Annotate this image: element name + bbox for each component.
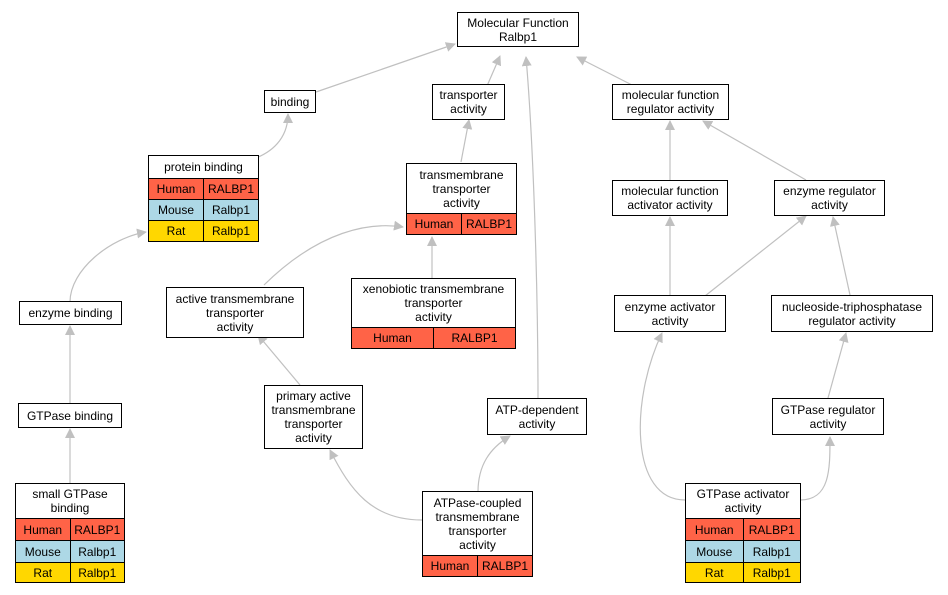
- gene-cell: Ralbp1: [203, 200, 258, 220]
- node-atp-dependent-activity: ATP-dependent activity: [487, 398, 587, 435]
- annotation-row-human: Human RALBP1: [423, 555, 532, 576]
- node-xenobiotic-tm-transporter: xenobiotic transmembrane transporter act…: [351, 278, 516, 349]
- node-label: enzyme binding: [28, 306, 113, 320]
- gene-cell: Ralbp1: [69, 563, 124, 582]
- node-molecular-function-root: Molecular Function Ralbp1: [457, 12, 579, 47]
- gene-cell: RALBP1: [742, 519, 800, 540]
- gene-cell: Ralbp1: [742, 541, 800, 562]
- node-label: transmembrane transporter activity: [419, 167, 504, 210]
- edge-transporter-to-root: [486, 55, 502, 87]
- edge-primaryactive-to-activetm: [257, 334, 301, 386]
- node-label: enzyme regulator activity: [783, 184, 876, 212]
- annotation-row-human: Human RALBP1: [149, 178, 258, 199]
- species-cell: Mouse: [149, 200, 203, 220]
- edge-binding-to-root: [315, 42, 456, 93]
- gene-cell: RALBP1: [203, 179, 258, 199]
- node-enzyme-binding: enzyme binding: [19, 301, 122, 325]
- edge-atpase-to-primaryactive: [329, 449, 423, 521]
- annotation-row-mouse: Mouse Ralbp1: [149, 199, 258, 220]
- node-ntpase-regulator-activity: nucleoside-triphosphatase regulator acti…: [771, 295, 933, 332]
- node-label: ATPase-coupled transmembrane transporter…: [433, 495, 522, 552]
- edge-enzreg-to-mfreg: [702, 120, 807, 181]
- node-label: active transmembrane transporter activit…: [175, 291, 295, 334]
- species-cell: Rat: [16, 563, 70, 582]
- node-label: primary active transmembrane transporter…: [271, 389, 356, 445]
- edge-ntpasereg-to-enzreg: [830, 216, 851, 296]
- gene-cell: Ralbp1: [203, 221, 258, 241]
- annotation-row-human: Human RALBP1: [407, 213, 516, 234]
- node-label: protein binding: [164, 160, 243, 174]
- annotation-row-human: Human RALBP1: [686, 518, 800, 540]
- node-label: binding: [270, 94, 310, 109]
- node-label: GTPase activator activity: [696, 487, 790, 515]
- node-label: enzyme activator activity: [624, 299, 716, 328]
- annotation-row-rat: Rat Ralbp1: [149, 220, 258, 241]
- edge-atpdep-to-root: [521, 56, 539, 399]
- edge-enzymebinding-to-proteinbinding: [69, 228, 147, 303]
- edge-gtpaseactivator-to-gtpasereg: [799, 436, 835, 501]
- node-gtpase-activator-activity: GTPase activator activity Human RALBP1 M…: [685, 483, 801, 583]
- edge-gtpaseactivator-to-enzactivator: [639, 332, 686, 501]
- node-label: ATP-dependent activity: [495, 402, 579, 431]
- gene-cell: RALBP1: [477, 556, 532, 576]
- node-primary-active-tm-transporter: primary active transmembrane transporter…: [264, 385, 363, 449]
- node-label: molecular function regulator activity: [621, 88, 720, 116]
- edge-ntpasereg-from-gtpasereg: [827, 332, 849, 399]
- species-cell: Rat: [149, 221, 203, 241]
- species-cell: Mouse: [686, 541, 743, 562]
- node-atpase-coupled-tm-transporter: ATPase-coupled transmembrane transporter…: [422, 491, 533, 577]
- species-cell: Mouse: [16, 541, 70, 562]
- node-binding: binding: [264, 90, 316, 113]
- annotation-row-human: Human RALBP1: [16, 518, 124, 540]
- annotation-row-mouse: Mouse Ralbp1: [16, 540, 124, 562]
- node-label: small GTPase binding: [32, 487, 108, 515]
- annotation-row-mouse: Mouse Ralbp1: [686, 540, 800, 562]
- edge-enzactivator-to-enzreg: [704, 215, 807, 297]
- annotation-row-rat: Rat Ralbp1: [686, 562, 800, 582]
- node-label: transporter activity: [439, 88, 498, 116]
- gene-cell: RALBP1: [461, 214, 516, 234]
- species-cell: Human: [686, 519, 743, 540]
- node-transporter-activity: transporter activity: [432, 84, 505, 120]
- annotation-row-rat: Rat Ralbp1: [16, 562, 124, 582]
- node-label: molecular function activator activity: [621, 184, 719, 212]
- node-active-tm-transporter: active transmembrane transporter activit…: [166, 287, 304, 338]
- species-cell: Human: [16, 519, 70, 540]
- gene-cell: Ralbp1: [69, 541, 124, 562]
- node-mf-activator-activity: molecular function activator activity: [612, 180, 728, 216]
- node-mf-regulator-activity: molecular function regulator activity: [612, 84, 729, 120]
- annotation-row-human: Human RALBP1: [352, 327, 515, 348]
- node-protein-binding: protein binding Human RALBP1 Mouse Ralbp…: [148, 155, 259, 242]
- node-label: Molecular Function Ralbp1: [467, 15, 569, 44]
- species-cell: Rat: [686, 563, 743, 582]
- node-label: GTPase binding: [26, 408, 114, 423]
- species-cell: Human: [423, 556, 477, 576]
- edge-activetm-to-tmtransporter: [263, 220, 404, 286]
- species-cell: Human: [407, 214, 461, 234]
- node-label: nucleoside-triphosphatase regulator acti…: [781, 299, 923, 328]
- node-gtpase-regulator-activity: GTPase regulator activity: [772, 398, 884, 435]
- edge-proteinbinding-to-binding: [255, 113, 293, 159]
- node-tm-transporter-activity: transmembrane transporter activity Human…: [406, 163, 517, 235]
- edge-atpase-to-atpdep: [477, 435, 511, 493]
- node-gtpase-binding: GTPase binding: [18, 403, 122, 428]
- edge-tmtransporter-to-transporter: [460, 119, 473, 163]
- edge-mfreg-to-root: [576, 56, 633, 86]
- gene-cell: Ralbp1: [742, 563, 800, 582]
- species-cell: Human: [149, 179, 203, 199]
- species-cell: Human: [352, 328, 433, 348]
- node-enzyme-regulator-activity: enzyme regulator activity: [774, 180, 885, 216]
- node-enzyme-activator-activity: enzyme activator activity: [614, 295, 726, 332]
- gene-cell: RALBP1: [69, 519, 124, 540]
- node-small-gtpase-binding: small GTPase binding Human RALBP1 Mouse …: [15, 483, 125, 583]
- node-label: xenobiotic transmembrane transporter act…: [362, 282, 505, 324]
- gene-cell: RALBP1: [433, 328, 515, 348]
- node-label: GTPase regulator activity: [780, 402, 876, 431]
